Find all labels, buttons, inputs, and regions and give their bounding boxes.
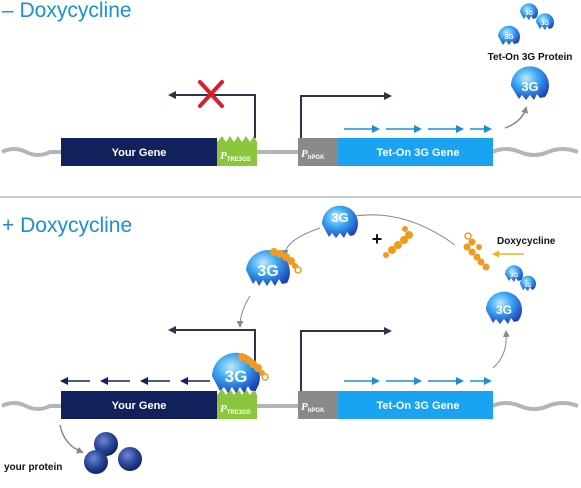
bottom-doxycycline-label: Doxycycline [497, 236, 556, 247]
top-your-gene-label: Your Gene [112, 147, 167, 159]
svg-text:3G: 3G [504, 34, 514, 41]
bottom-protein-cluster-icon: 3G 3G [505, 265, 536, 291]
bottom-promoter-bound-protein-icon: 3G [212, 352, 269, 393]
bottom-your-protein-arrow-icon [59, 424, 84, 454]
top-title: – Doxycycline [2, 0, 132, 22]
svg-text:3G: 3G [525, 283, 532, 289]
bottom-title: + Doxycycline [2, 214, 132, 237]
your-protein-label: your protein [4, 462, 62, 473]
top-hpgk-promoter [298, 138, 338, 166]
top-hpgk-label: PhPGK [301, 148, 325, 161]
bottom-tet-on-gene-label: Tet-On 3G Gene [377, 400, 460, 412]
bottom-tre-promoter [217, 389, 257, 419]
bottom-doxycycline-chain-icon [463, 232, 490, 271]
svg-text:3G: 3G [525, 11, 533, 17]
top-dna-left [1, 147, 62, 157]
cross-icon [198, 80, 224, 108]
bottom-your-gene-box [61, 391, 217, 419]
svg-text:3G: 3G [225, 367, 248, 386]
top-dna-right [491, 147, 579, 157]
svg-text:3G: 3G [257, 263, 278, 280]
top-tet-on-protein-icon: 3G [510, 66, 549, 100]
svg-text:3G: 3G [521, 79, 538, 94]
bottom-hpgk-arrow-icon [300, 327, 392, 391]
doxycycline-molecule-icon [383, 226, 413, 258]
bottom-dna-right [491, 401, 579, 411]
cycle-arc-top [344, 214, 456, 246]
cycle-arrow-from-gene [492, 330, 510, 369]
bottom-tet-on-protein-icon: 3G [485, 291, 522, 324]
cycle-arrow-to-promoter [236, 295, 251, 328]
top-protein-arrow-icon [504, 106, 528, 129]
svg-text:3G: 3G [541, 21, 549, 27]
top-protein-label: Tet-On 3G Protein [488, 52, 573, 63]
top-your-gene-box [61, 138, 217, 166]
svg-text:3G: 3G [496, 303, 512, 317]
top-blocked-arrow-icon [168, 91, 256, 138]
top-hpgk-arrow-icon [300, 92, 392, 138]
your-protein-icon [84, 432, 142, 474]
bottom-your-gene-label: Your Gene [112, 400, 167, 412]
svg-text:3G: 3G [331, 210, 348, 225]
cycle-arrow-to-bound [281, 227, 321, 257]
plus-sign: + [372, 229, 383, 249]
top-tre-promoter [217, 136, 257, 166]
top-tet-on-gene-box [338, 138, 493, 166]
bottom-bound-complex-icon: 3G [246, 248, 302, 286]
bottom-free-tet-on-protein-icon: 3G [321, 205, 358, 238]
top-tre-label: PTRE3GS [220, 150, 251, 163]
bottom-dna-left [1, 401, 62, 411]
bottom-tre-label: PTRE3GS [220, 403, 251, 416]
top-protein-cluster-icon: 3G 3G 3G [498, 3, 554, 45]
bottom-tet-on-gene-box [338, 391, 493, 419]
bottom-hpgk-promoter [298, 391, 338, 419]
bottom-hpgk-label: PhPGK [301, 401, 325, 414]
svg-text:3G: 3G [510, 273, 518, 279]
top-tet-on-gene-label: Tet-On 3G Gene [377, 147, 460, 159]
